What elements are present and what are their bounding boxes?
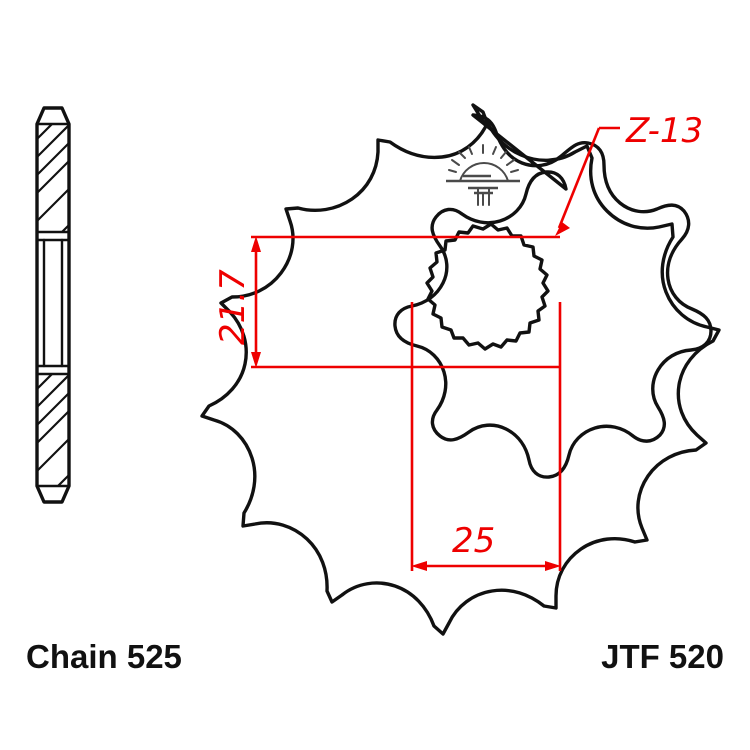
sprocket-outer-profile: [200, 103, 721, 636]
dimension-layer: 21.7 25 Z-13: [213, 111, 703, 571]
chain-label: Chain 525: [26, 638, 182, 675]
spline-bore: [425, 222, 550, 351]
leader-z13: Z-13: [555, 111, 703, 236]
sprocket-outer-teeth: [393, 113, 713, 479]
spline-count-label: Z-13: [625, 111, 703, 151]
side-section-view: [35, 106, 71, 504]
front-face-view: [200, 103, 721, 636]
part-number-label: JTF 520: [601, 638, 724, 675]
dimension-21-7: 21.7: [213, 235, 560, 369]
jt-sunrise-logo: [446, 144, 520, 206]
section-hatch-lower: [37, 374, 69, 486]
dimension-25: 25: [410, 302, 562, 571]
dimension-21-7-text: 21.7: [213, 269, 253, 345]
dimension-25-text: 25: [452, 521, 495, 561]
section-hatch-upper: [37, 124, 69, 232]
